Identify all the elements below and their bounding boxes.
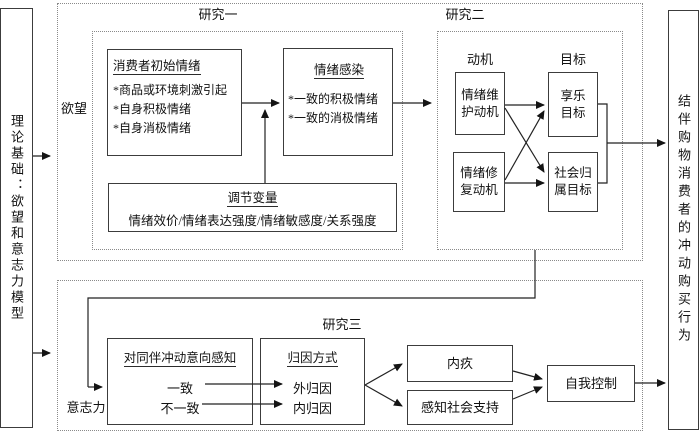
study2-label: 研究二	[445, 7, 485, 22]
perceived-social-support-box: 感知社会支持	[407, 390, 513, 425]
peer-impulse-perception-box: 对同伴冲动意向感知 一致 不一致	[107, 338, 253, 425]
moderators-title: 调节变量	[227, 191, 278, 207]
emotion-repair-text: 情绪修	[460, 166, 498, 180]
goal-label: 目标	[559, 52, 586, 67]
emotion-contagion-item: *一致的消极情绪	[288, 111, 379, 125]
emotion-maintenance-box: 情绪维 护动机	[455, 72, 505, 135]
emotion-contagion-box: 情绪感染 *一致的积极情绪 *一致的消极情绪	[283, 48, 393, 156]
willpower-label: 意志力	[66, 400, 106, 415]
theory-base-box: 理论基础：欲望和意志力模型	[0, 8, 33, 428]
hedonic-goal-box: 享乐 目标	[548, 72, 598, 137]
moderators-content: 情绪效价/情绪表达强度/情绪敏感度/关系强度	[128, 214, 377, 228]
peer-inconsistent-row: 不一致	[160, 401, 200, 416]
self-control-text: 自我控制	[564, 376, 617, 391]
external-attribution-row: 外归因	[292, 381, 332, 396]
initial-emotion-box: 消费者初始情绪 *商品或环境刺激引起 *自身积极情绪 *自身消极情绪	[107, 49, 242, 156]
peer-impulse-perception-title: 对同伴冲动意向感知	[123, 351, 237, 367]
study3-label: 研究三	[322, 317, 362, 332]
study2-region	[437, 31, 623, 250]
emotion-contagion-item: *一致的积极情绪	[288, 92, 379, 106]
initial-emotion-item: *自身积极情绪	[113, 102, 192, 116]
social-belonging-goal-text: 属目标	[554, 183, 592, 197]
impulse-behavior-box: 结伴购物消费者的冲动购买行为	[668, 10, 699, 430]
social-belonging-goal-text: 社会归	[554, 166, 592, 180]
self-control-box: 自我控制	[547, 365, 635, 402]
perceived-social-support-text: 感知社会支持	[420, 400, 499, 415]
hedonic-goal-text: 享乐	[560, 88, 586, 103]
emotion-repair-text: 复动机	[460, 183, 498, 197]
study1-region	[92, 31, 403, 250]
impulse-behavior-text: 结伴购物消费者的冲动购买行为	[676, 94, 691, 346]
guilt-text: 内疚	[446, 356, 473, 371]
internal-attribution-row: 内归因	[292, 401, 332, 416]
desire-label: 欲望	[60, 101, 87, 116]
attribution-style-box: 归因方式 外归因 内归因	[260, 338, 365, 425]
theory-base-text: 理论基础：欲望和意志力模型	[9, 114, 24, 322]
initial-emotion-title: 消费者初始情绪	[113, 59, 201, 75]
guilt-box: 内疚	[407, 345, 513, 382]
emotion-repair-box: 情绪修 复动机	[453, 152, 505, 212]
emotion-maintenance-text: 情绪维	[461, 87, 499, 102]
moderators-box: 调节变量 情绪效价/情绪表达强度/情绪敏感度/关系强度	[108, 183, 397, 232]
hedonic-goal-text: 目标	[560, 105, 586, 120]
study1-label: 研究一	[198, 7, 238, 22]
initial-emotion-item: *商品或环境刺激引起	[113, 83, 228, 97]
emotion-maintenance-text: 护动机	[461, 104, 499, 119]
social-belonging-goal-box: 社会归 属目标	[548, 152, 598, 212]
motivation-label: 动机	[466, 52, 493, 67]
peer-consistent-row: 一致	[166, 381, 193, 396]
emotion-contagion-title: 情绪感染	[313, 63, 364, 79]
attribution-style-title: 归因方式	[287, 351, 338, 367]
initial-emotion-item: *自身消极情绪	[113, 121, 192, 135]
